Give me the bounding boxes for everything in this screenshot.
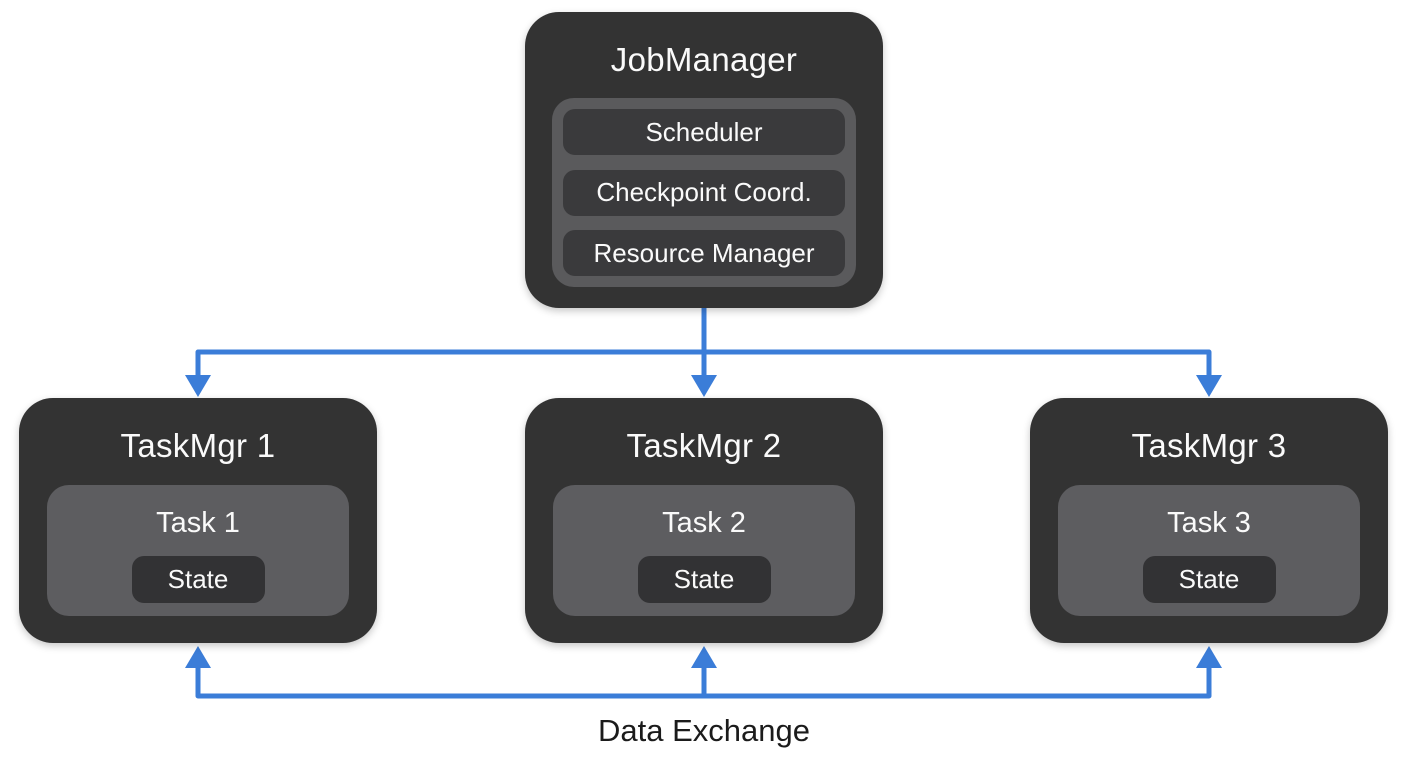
task-3-label: Task 3 bbox=[1167, 507, 1251, 539]
data-exchange-arrowheads bbox=[185, 646, 1222, 668]
arrowhead-down-center bbox=[691, 375, 717, 397]
task-manager-2-task-panel: Task 2 State bbox=[553, 485, 855, 616]
job-manager-title: JobManager bbox=[610, 41, 798, 78]
task-manager-1-node: TaskMgr 1 Task 1 State bbox=[19, 398, 377, 643]
task-manager-3-task-panel: Task 3 State bbox=[1058, 485, 1360, 616]
arrowhead-up-left bbox=[185, 646, 211, 668]
task-manager-3-node: TaskMgr 3 Task 3 State bbox=[1030, 398, 1388, 643]
connector-top-rail bbox=[195, 349, 1212, 376]
task-1-label: Task 1 bbox=[156, 507, 240, 539]
data-exchange-label: Data Exchange bbox=[598, 713, 810, 748]
data-exchange-connector bbox=[195, 667, 1212, 699]
task-3-state-pill: State bbox=[1142, 556, 1276, 603]
arrowhead-down-left bbox=[185, 375, 211, 397]
task-2-state-pill: State bbox=[637, 556, 771, 603]
jobmanager-arrowheads bbox=[185, 375, 1222, 397]
task-manager-1-task-panel: Task 1 State bbox=[47, 485, 349, 616]
jobmanager-to-taskmanagers-connector bbox=[195, 308, 1212, 376]
task-manager-3-title: TaskMgr 3 bbox=[1131, 427, 1287, 464]
task-manager-2-title: TaskMgr 2 bbox=[626, 427, 782, 464]
job-manager-node: JobManager Scheduler Checkpoint Coord. R… bbox=[525, 12, 883, 308]
task-1-state-pill: State bbox=[131, 556, 265, 603]
component-resource-manager: Resource Manager bbox=[563, 230, 845, 276]
arrowhead-down-right bbox=[1196, 375, 1222, 397]
task-manager-2-node: TaskMgr 2 Task 2 State bbox=[525, 398, 883, 643]
component-checkpoint-coordinator: Checkpoint Coord. bbox=[563, 169, 845, 216]
arrowhead-up-right bbox=[1196, 646, 1222, 668]
arrowhead-up-center bbox=[691, 646, 717, 668]
task-2-label: Task 2 bbox=[662, 507, 746, 539]
job-manager-components-panel: Scheduler Checkpoint Coord. Resource Man… bbox=[552, 98, 856, 287]
task-manager-1-title: TaskMgr 1 bbox=[120, 427, 276, 464]
component-scheduler: Scheduler bbox=[563, 109, 845, 155]
